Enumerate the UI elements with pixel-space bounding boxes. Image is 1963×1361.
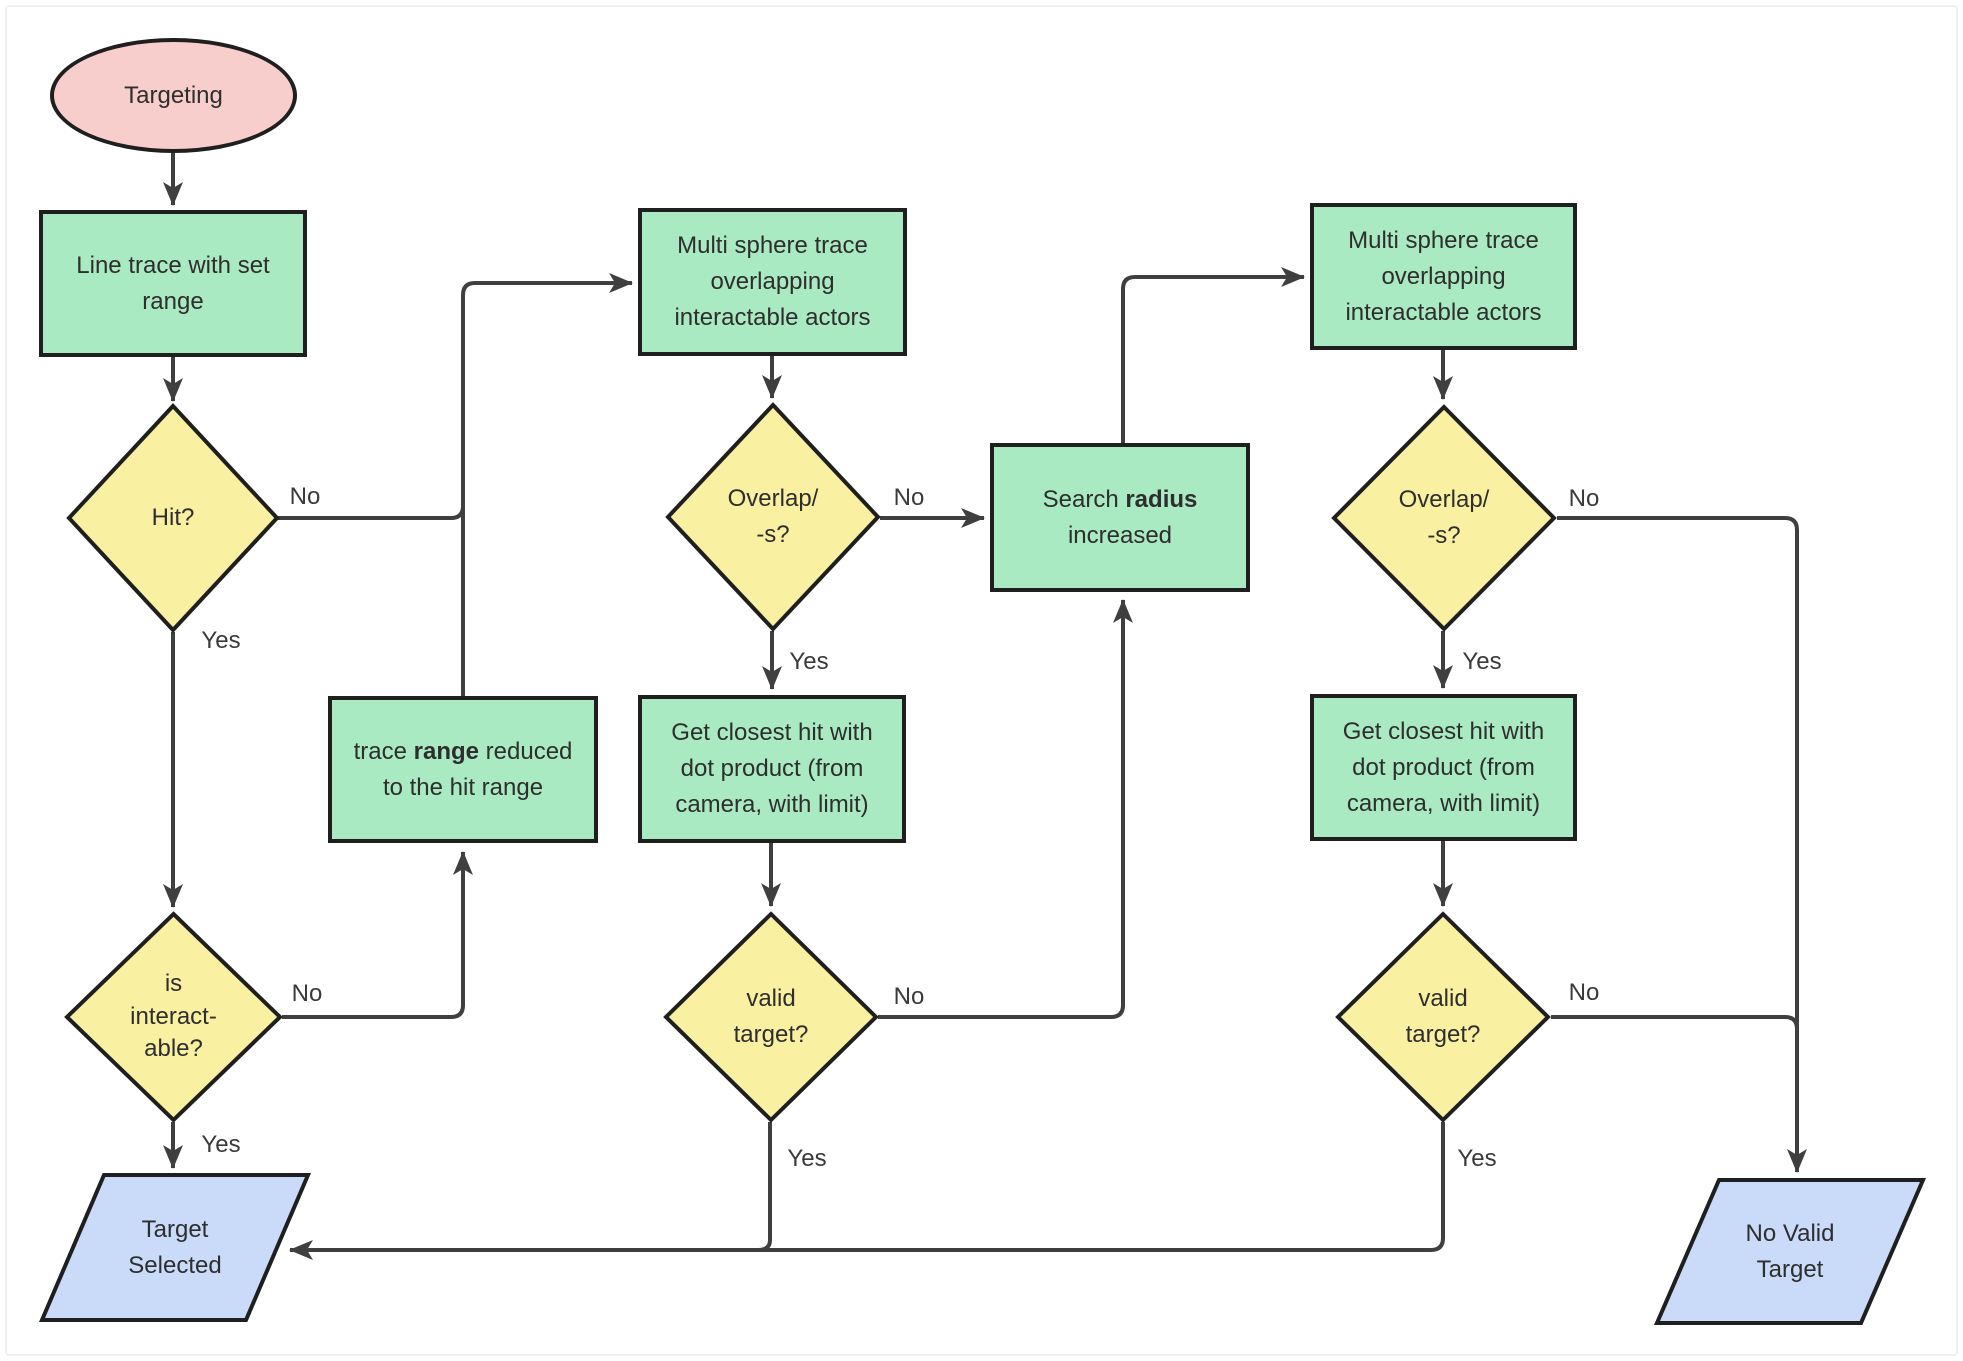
node-decision-overlaps-right: Overlap/ -s? [1331, 404, 1557, 632]
diamond-shape [1331, 404, 1557, 632]
edge-validright-yes [289, 1122, 1445, 1260]
node-multi-sphere-trace-left-label: Multi sphere trace overlapping interacta… [674, 232, 871, 331]
edge-label-hit-no: No [289, 483, 321, 510]
edge-validright-no [1551, 1015, 1799, 1030]
node-get-closest-hit-right: Get closest hit with dot product (from c… [1310, 694, 1577, 841]
diamond-shape [1335, 911, 1551, 1123]
node-search-radius-increased-label: Search radius increased [1042, 485, 1198, 549]
node-get-closest-hit-right-label: Get closest hit with dot product (from c… [1342, 717, 1545, 817]
edge-label-overlap-left-no: No [893, 484, 925, 511]
node-multi-sphere-trace-left: Multi sphere trace overlapping interacta… [638, 208, 907, 356]
edge-interactable-no [282, 851, 473, 1019]
edge-label-overlap-right-no: No [1568, 485, 1600, 512]
edge-label-overlap-left-yes: Yes [789, 648, 829, 675]
node-get-closest-hit-left: Get closest hit with dot product (from c… [638, 695, 906, 843]
node-line-trace-label: Line trace with set range [76, 251, 270, 315]
node-multi-sphere-trace-right: Multi sphere trace overlapping interacta… [1310, 203, 1577, 350]
diamond-shape [66, 403, 280, 633]
diamond-shape [665, 402, 881, 632]
node-get-closest-hit-left-label: Get closest hit with dot product (from c… [671, 719, 873, 818]
edge-overlapright-no [1557, 516, 1807, 1173]
edge-label-valid-right-yes: Yes [1457, 1145, 1497, 1172]
edge-label-valid-left-no: No [893, 983, 925, 1010]
node-no-valid-target-label: No Valid Target [1745, 1219, 1835, 1283]
diamond-shape [64, 911, 283, 1123]
node-decision-valid-target-left: valid target? [663, 911, 879, 1123]
node-trace-range-reduced: trace range reduced to the hit range [328, 696, 598, 843]
diamond-shape [663, 911, 879, 1123]
node-line-trace: Line trace with set range [39, 210, 307, 357]
edge-validleft-yes [757, 1122, 772, 1252]
node-decision-valid-target-right: valid target? [1335, 911, 1551, 1123]
node-decision-overlaps-right-label: Overlap/ -s? [1398, 486, 1490, 549]
edge-label-hit-yes: Yes [201, 627, 241, 654]
node-start-label: Targeting [124, 81, 223, 109]
edge-searchradius-to-multiright [1121, 267, 1305, 443]
edge-tracerange-to-multileft [461, 273, 633, 696]
node-decision-hit-label: Hit? [151, 504, 195, 531]
node-decision-valid-target-left-label: valid target? [733, 985, 809, 1048]
node-target-selected-label: Target Selected [128, 1215, 222, 1279]
node-decision-overlaps-left-label: Overlap/ -s? [727, 485, 819, 548]
edge-label-valid-left-yes: Yes [787, 1145, 827, 1172]
node-multi-sphere-trace-right-label: Multi sphere trace overlapping interacta… [1345, 226, 1542, 326]
node-start-targeting: Targeting [50, 38, 297, 153]
edge-label-interactable-yes: Yes [201, 1131, 241, 1158]
edge-label-valid-right-no: No [1568, 979, 1600, 1006]
node-decision-valid-target-right-label: valid target? [1405, 985, 1481, 1048]
node-search-radius-increased: Search radius increased [990, 443, 1250, 592]
node-decision-is-interactable-label: is interact- able? [130, 970, 217, 1063]
parallelogram-shape [1653, 1178, 1927, 1325]
node-decision-overlaps-left: Overlap/ -s? [665, 402, 881, 632]
node-decision-is-interactable: is interact- able? [64, 911, 283, 1123]
parallelogram-shape [38, 1173, 312, 1322]
node-target-selected: Target Selected [38, 1173, 312, 1322]
node-no-valid-target: No Valid Target [1653, 1178, 1927, 1325]
node-decision-hit: Hit? [66, 403, 280, 633]
edge-label-overlap-right-yes: Yes [1462, 648, 1502, 675]
edge-label-interactable-no: No [291, 980, 323, 1007]
node-trace-range-reduced-label: trace range reduced to the hit range [353, 737, 573, 801]
edge-validleft-no [878, 599, 1133, 1019]
